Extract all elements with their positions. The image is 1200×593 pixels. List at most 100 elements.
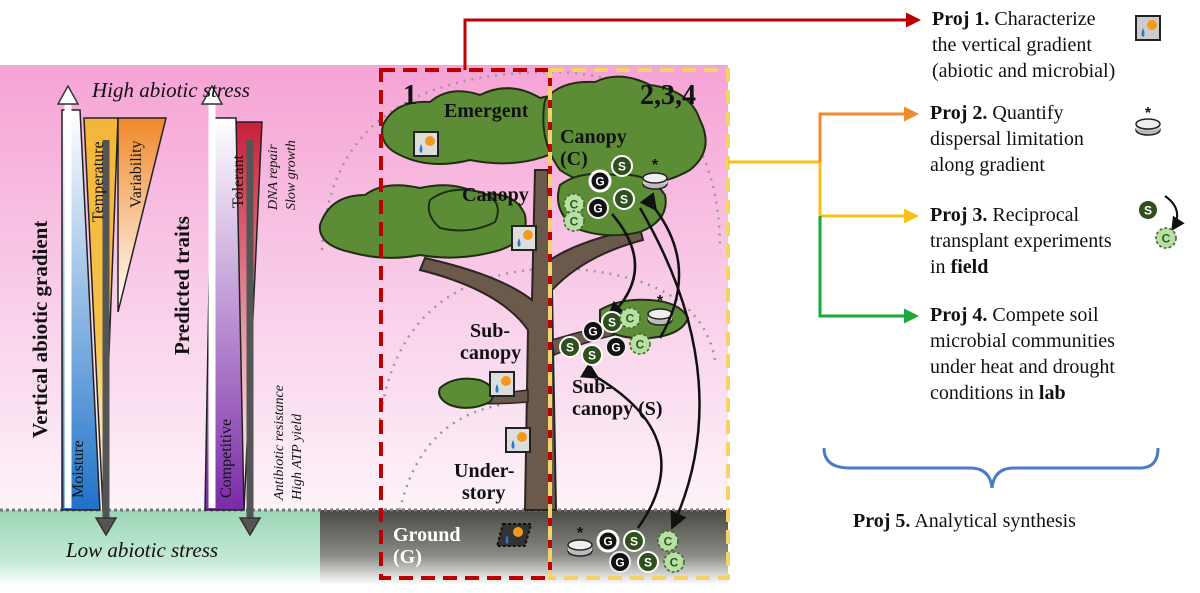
proj-2-line-3: along gradient: [930, 154, 1045, 176]
microbe-marker-s-11: S: [559, 336, 581, 358]
microbe-marker-letter: G: [603, 535, 612, 549]
box-1: [379, 68, 552, 580]
proj-3-line-2: transplant experiments: [930, 230, 1112, 252]
sensor-icon-ground: [495, 523, 533, 547]
microbe-marker-s-13: S: [581, 344, 603, 366]
proj-3: Proj 3. Reciprocal transplant experiment…: [930, 202, 1170, 280]
variability-wedge: [117, 117, 167, 313]
sensor-icon-understory: [505, 427, 531, 453]
transplant-arrow-canopy-to-ground: [638, 207, 701, 530]
proj-2-line-1: Quantify: [992, 102, 1064, 124]
low-stress-label: Low abiotic stress: [66, 538, 219, 562]
transplant-arrow-canopy-to-subcanopy: [606, 213, 637, 320]
variability-label: Variability: [128, 140, 145, 208]
proj-1-id: Proj 1.: [932, 8, 990, 30]
microbe-marker-letter: C: [636, 338, 645, 352]
proj-1-line-1: Characterize: [994, 8, 1096, 30]
microbe-marker-c-14: C: [629, 333, 651, 355]
trap-asterisk-1: *: [657, 293, 664, 310]
transplant-arrow-subcanopy-to-canopy: [639, 192, 681, 339]
proj-4-bold-tail: lab: [1038, 382, 1066, 404]
microbe-marker-letter: C: [1162, 232, 1171, 246]
proj-3-line-3: in: [930, 256, 951, 278]
microbe-marker-c-4: C: [563, 193, 585, 215]
proj-3-bold-tail: field: [950, 256, 989, 278]
connector-proj1: [463, 12, 921, 70]
proj-4: Proj 4. Compete soil microbial communiti…: [930, 302, 1180, 406]
sensor-icon-proj1: [1135, 15, 1161, 41]
microbe-marker-letter: C: [570, 198, 579, 212]
subcanopy-label-1: Sub-: [470, 320, 511, 342]
microbe-marker-s-19: S: [637, 551, 659, 573]
canopy-c-label-1: Canopy: [560, 126, 627, 148]
microbe-marker-s-9: S: [601, 311, 623, 333]
proj-3-id: Proj 3.: [930, 204, 988, 226]
microbe-marker-g-3: G: [587, 197, 609, 219]
proj-5-line-1: Analytical synthesis: [914, 510, 1076, 532]
proj-1-line-2: the vertical gradient: [932, 34, 1092, 56]
microbe-marker-letter: G: [593, 202, 602, 216]
proj-4-line-3: under heat and drought: [930, 356, 1115, 378]
microbe-marker-letter: G: [595, 175, 604, 189]
microbe-marker-s-1: S: [611, 155, 633, 177]
microbe-marker-s-6: S: [1137, 199, 1159, 221]
trap-icon-subcanopy: [647, 308, 673, 326]
microbe-marker-letter: S: [566, 341, 574, 355]
ground-label-1: Ground: [393, 524, 461, 546]
temperature-label: Temperature: [90, 141, 107, 222]
transplant-arrow-proj3: [1164, 195, 1185, 232]
subcanopy-s-label-2: canopy (S): [572, 398, 663, 420]
microbe-marker-c-5: C: [563, 210, 585, 232]
microbe-marker-letter: S: [644, 556, 652, 570]
microbe-marker-g-12: G: [605, 336, 627, 358]
trap-icon-proj2: [1135, 118, 1161, 136]
tree-trunk: [418, 169, 645, 511]
ground-dark-band: [320, 510, 728, 585]
canopy-label: Canopy: [462, 184, 529, 206]
sensor-icon-canopy: [511, 225, 537, 251]
microbe-marker-letter: C: [570, 215, 579, 229]
microbe-marker-letter: C: [626, 312, 635, 326]
trap-asterisk-3: *: [1145, 105, 1152, 122]
microbe-marker-letter: G: [615, 556, 624, 570]
microbe-marker-g-8: G: [582, 320, 604, 342]
proj-1-line-3: (abiotic and microbial): [932, 60, 1116, 82]
microbe-marker-letter: C: [670, 556, 679, 570]
proj-5: Proj 5. Analytical synthesis: [853, 508, 1153, 534]
microbe-marker-g-18: G: [609, 551, 631, 573]
subcanopy-label-2: canopy: [460, 342, 522, 364]
box-234: [548, 68, 730, 580]
trap-asterisk-2: *: [577, 525, 584, 542]
traits-down-arrow-head: [238, 517, 262, 537]
proj-1: Proj 1. Characterize the vertical gradie…: [932, 6, 1172, 84]
proj-2-line-2: dispersal limitation: [930, 128, 1084, 150]
proj-4-line-2: microbial communities: [930, 330, 1115, 352]
connector-proj2: [818, 106, 919, 162]
microbe-marker-s-16: S: [623, 530, 645, 552]
microbe-marker-g-15: G: [596, 529, 620, 553]
microbe-marker-g-0: G: [588, 169, 612, 193]
sensor-icon-subcanopy: [489, 371, 515, 397]
competitive-label: Competitive: [218, 418, 235, 498]
high-stress-label: High abiotic stress: [92, 78, 250, 102]
gradient-title: Vertical abiotic gradient: [28, 220, 52, 438]
box-1-label: 1: [403, 80, 417, 111]
microbe-marker-letter: G: [588, 325, 597, 339]
traits-title: Predicted traits: [170, 216, 194, 355]
proj-3-line-1: Reciprocal: [992, 204, 1080, 226]
connector-proj3: [818, 162, 919, 224]
proj-4-id: Proj 4.: [930, 304, 988, 326]
microbe-marker-c-7: C: [1155, 227, 1177, 249]
proj-4-line-1: Compete soil: [992, 304, 1099, 326]
moisture-label: Moisture: [70, 440, 87, 498]
trap-icon-ground: [567, 539, 593, 557]
low-dotted-arc: [398, 403, 501, 511]
competitive-note-2: High ATP yield: [290, 413, 305, 500]
microbe-marker-letter: S: [630, 535, 638, 549]
trap-asterisk-0: *: [652, 157, 659, 174]
proj-5-id: Proj 5.: [853, 510, 911, 532]
ground-green-band: [0, 510, 320, 585]
gradient-down-arrow-head: [94, 517, 118, 537]
proj-2-id: Proj 2.: [930, 102, 988, 124]
